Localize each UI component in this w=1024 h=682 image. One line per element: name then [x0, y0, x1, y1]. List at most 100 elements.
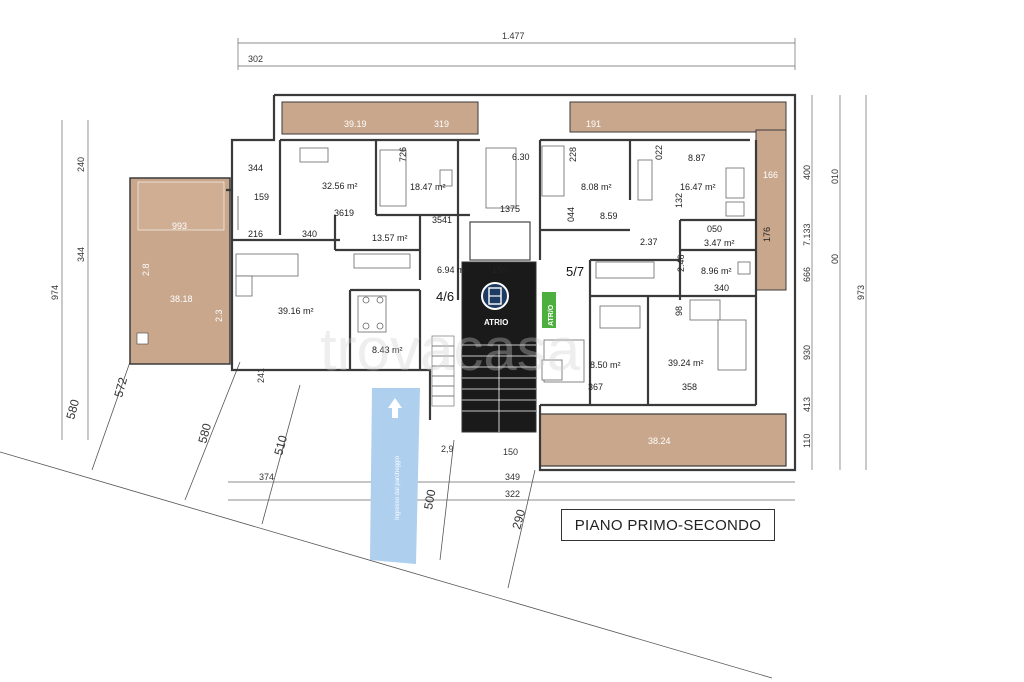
- ramp-label: Ingresso dal parcheggio: [395, 455, 401, 520]
- interior-walls-unit-46: [232, 138, 517, 370]
- outer-walls: [226, 93, 797, 472]
- dim-044: 044: [566, 207, 576, 222]
- dim-358: 358: [682, 382, 697, 392]
- dim-237: 2.37: [640, 237, 658, 247]
- stairwell: ATRIO ATR/O: [431, 221, 556, 433]
- dim-right-973: 973: [856, 285, 866, 300]
- dim-050: 050: [707, 224, 722, 234]
- interior-walls-unit-57: [538, 138, 758, 407]
- terrace-label-166: 166: [763, 170, 778, 180]
- exit-sign-label: ATR/O: [548, 304, 555, 326]
- entrance-ramp: Ingresso dal parcheggio: [370, 388, 420, 564]
- terrace-right: [755, 129, 787, 291]
- dim-132: 132: [674, 193, 684, 208]
- terrace-area-3824: 38.24: [648, 436, 671, 446]
- dimension-lines-top: 1.477 302: [237, 31, 796, 70]
- terrace-label-23: 2.3: [214, 309, 224, 322]
- dim-159: 159: [254, 192, 269, 202]
- dim-right-7133: 7.133: [802, 223, 812, 246]
- room-area-347: 3.47 m²: [704, 238, 735, 248]
- dimension-lines-left: 240 344 974: [50, 120, 89, 440]
- dim-right-010: 010: [830, 169, 840, 184]
- dim-3619: 3619: [334, 208, 354, 218]
- terrace-area-3818: 38.18: [170, 294, 193, 304]
- room-area-3924: 39.24 m²: [668, 358, 704, 368]
- room-area-1357: 13.57 m²: [372, 233, 408, 243]
- dim-bottom-150: 150: [503, 447, 518, 457]
- plan-title: PIANO PRIMO-SECONDO: [574, 516, 762, 534]
- terrace-label-993: 993: [172, 221, 187, 231]
- dim-bottom-374: 374: [259, 472, 274, 482]
- dim-344: 344: [248, 163, 263, 173]
- room-area-3256: 32.56 m²: [322, 181, 358, 191]
- slanted-dim-510: 510: [271, 433, 290, 456]
- room-area-1647: 16.47 m²: [680, 182, 716, 192]
- dim-right-110: 110: [802, 434, 812, 448]
- exit-sign: [542, 292, 556, 328]
- dim-left-974: 974: [50, 285, 60, 300]
- room-area-3916: 39.16 m²: [278, 306, 314, 316]
- dim-176: 176: [762, 227, 772, 242]
- dim-022: 022: [654, 145, 664, 160]
- plan-title-box: PIANO PRIMO-SECONDO: [561, 509, 775, 541]
- atrio-label: ATRIO: [484, 318, 508, 327]
- room-area-896: 8.96 m²: [701, 266, 732, 276]
- dim-top-left: 302: [248, 54, 263, 64]
- slanted-dim-572: 572: [111, 375, 130, 398]
- dim-340-right: 340: [714, 283, 729, 293]
- small-dimensions: 344 159 216 340 3619 3541 1375 228 022 8…: [248, 145, 772, 392]
- dim-left-240: 240: [76, 157, 86, 172]
- slanted-distances: 580 572 580 510 500 290: [63, 375, 528, 530]
- slanted-dim-580-a: 580: [63, 397, 82, 420]
- slanted-dim-580-b: 580: [195, 421, 214, 444]
- terrace-top-right: [569, 101, 787, 133]
- unit-label-46: 4/6: [436, 289, 454, 304]
- dim-bottom-241: 241: [256, 368, 266, 383]
- room-area-808: 8.08 m²: [581, 182, 612, 192]
- room-area-630: 6.30: [512, 152, 530, 162]
- dim-right-930: 930: [802, 345, 812, 360]
- slanted-dim-290: 290: [509, 507, 528, 530]
- dimension-lines-bottom: 374 349 322 150 2,9 241: [228, 368, 795, 501]
- slanted-dim-500: 500: [421, 488, 438, 510]
- dim-150: 150: [492, 265, 507, 275]
- dim-216: 216: [248, 229, 263, 239]
- dim-726: 726: [398, 147, 408, 162]
- dim-1375: 1375: [500, 204, 520, 214]
- terrace-bottom: [539, 413, 787, 467]
- dim-340-left: 340: [302, 229, 317, 239]
- terraces: 39.19 319 191 993 166 2.8 2.3 38.18 38.2…: [129, 101, 787, 467]
- dim-right-400: 400: [802, 165, 812, 180]
- dim-right-00: 00: [830, 254, 840, 264]
- dim-3541: 3541: [432, 215, 452, 225]
- dim-right-413: 413: [802, 397, 812, 412]
- dim-246: 2.46: [676, 254, 686, 272]
- dim-859: 8.59: [600, 211, 618, 221]
- room-labels: 32.56 m² 18.47 m² 6.30 8.08 m² 16.47 m² …: [278, 152, 735, 370]
- arrow-up-icon: [388, 398, 402, 418]
- dim-98: 98: [674, 306, 684, 316]
- ramp-surface: [370, 388, 420, 564]
- room-area-850: 8.50 m²: [590, 360, 621, 370]
- room-area-694: 6.94 m²: [437, 265, 468, 275]
- dim-bottom-322: 322: [505, 489, 520, 499]
- stair-landing: [469, 221, 531, 261]
- dim-bottom-29: 2,9: [441, 444, 454, 454]
- terrace-label-28: 2.8: [141, 263, 151, 276]
- dim-right-666: 666: [802, 267, 812, 282]
- dim-228: 228: [568, 147, 578, 162]
- terrace-label-191: 191: [586, 119, 601, 129]
- dim-367: 367: [588, 382, 603, 392]
- terrace-label-319: 319: [434, 119, 449, 129]
- dim-total-width: 1.477: [502, 31, 525, 41]
- room-area-1847: 18.47 m²: [410, 182, 446, 192]
- dim-bottom-349: 349: [505, 472, 520, 482]
- terrace-label-3919: 39.19: [344, 119, 367, 129]
- watermark: trovacasa: [320, 316, 581, 383]
- room-area-843: 8.43 m²: [372, 345, 403, 355]
- terrace-top-left: [281, 101, 479, 135]
- dim-887: 8.87: [688, 153, 706, 163]
- unit-label-57: 5/7: [566, 264, 584, 279]
